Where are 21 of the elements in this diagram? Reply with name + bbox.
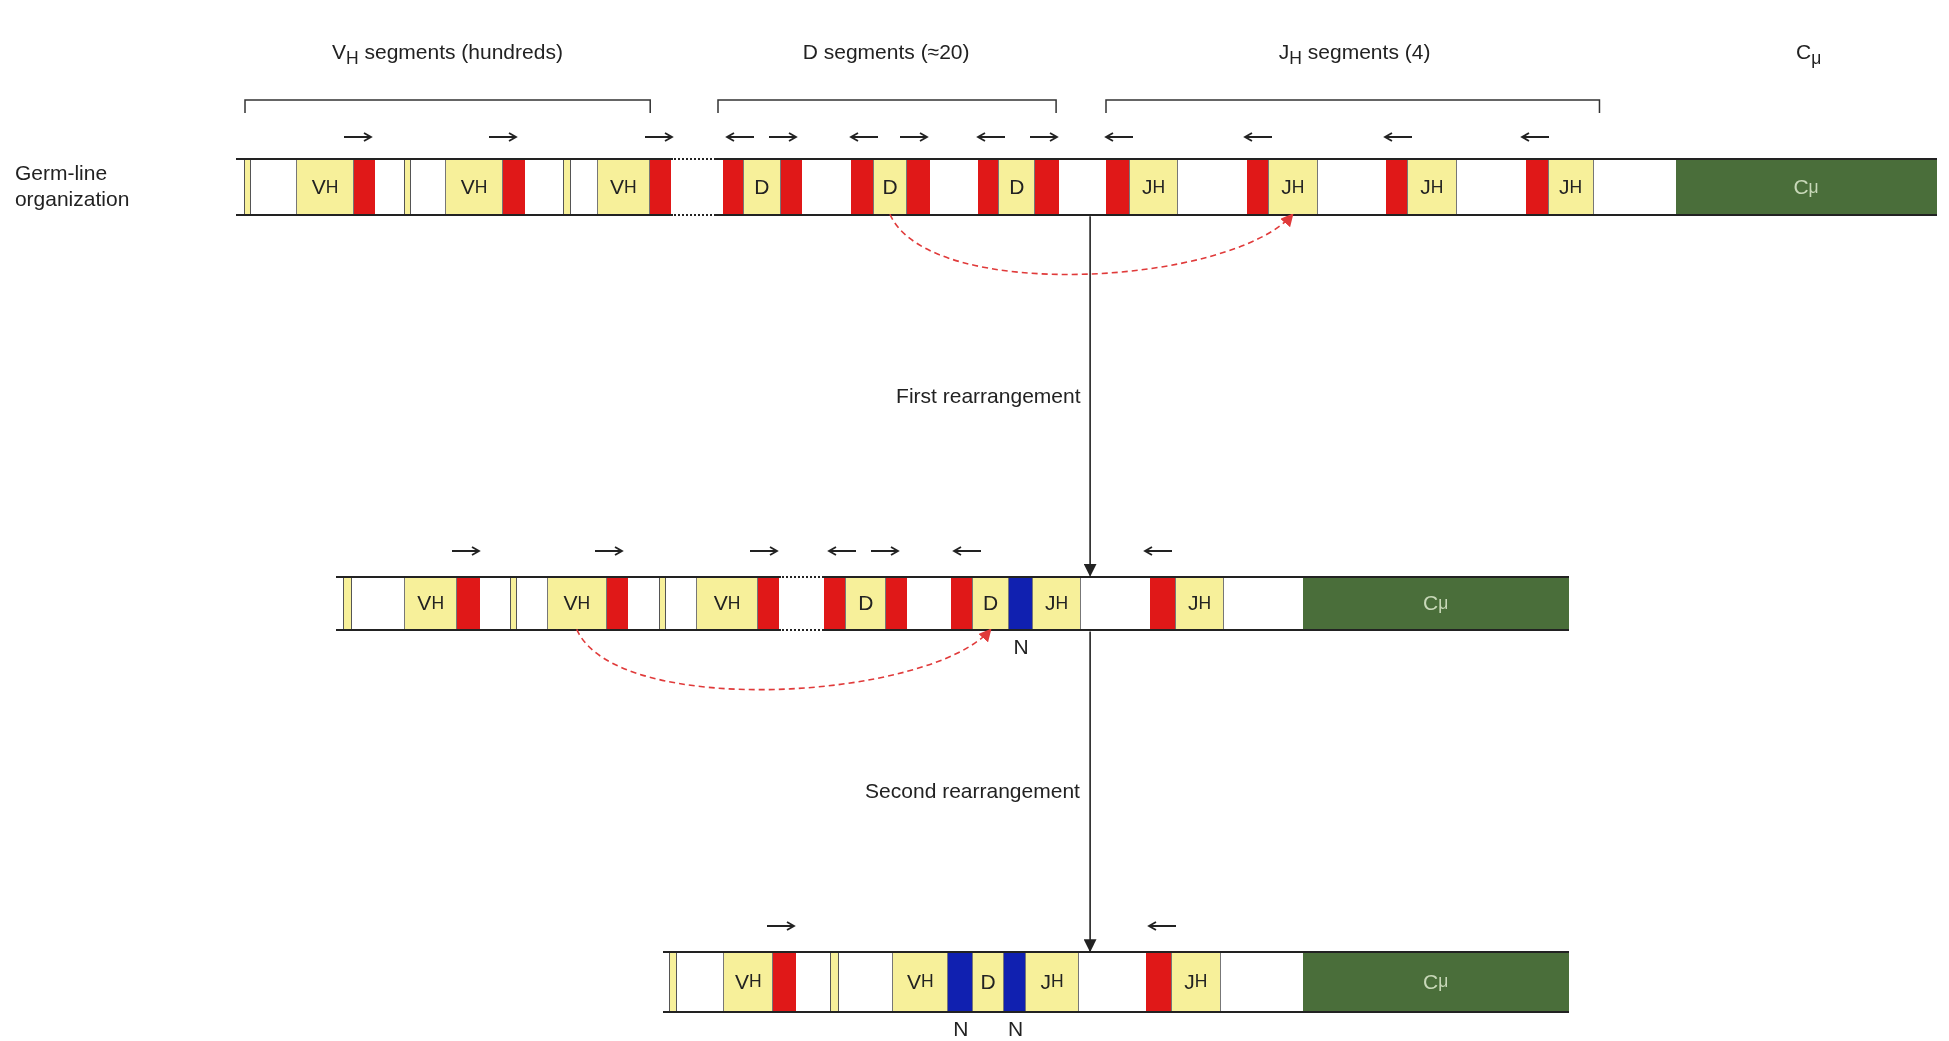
segment-heading: J$_{H}$ segments (4) — [1278, 40, 1431, 70]
region-label: N — [953, 1016, 969, 1041]
segment-heading: C$_{μ}$ — [1796, 40, 1822, 70]
dna-strand — [662, 950, 1569, 1014]
arrow — [1083, 630, 1097, 953]
arrow — [1083, 215, 1097, 577]
gene-segment: D — [998, 159, 1036, 215]
region-label: N — [1007, 1016, 1024, 1041]
gene-segment: D — [972, 952, 1005, 1012]
dna-strand — [236, 157, 1937, 217]
segment-heading: V$_{H}$ segments (hundreds) — [331, 40, 563, 70]
row-caption: Germ-line organization — [14, 160, 131, 211]
gene-segment: D — [872, 159, 908, 215]
region-label: N — [1013, 635, 1029, 660]
gene-segment: D — [972, 577, 1010, 630]
segment-heading: D segments (≈20) — [802, 40, 970, 65]
arrow — [889, 213, 1294, 276]
gene-segment: D — [845, 577, 887, 630]
arrow — [575, 628, 992, 691]
gene-segment: D — [743, 159, 781, 215]
dna-strand — [335, 575, 1569, 632]
